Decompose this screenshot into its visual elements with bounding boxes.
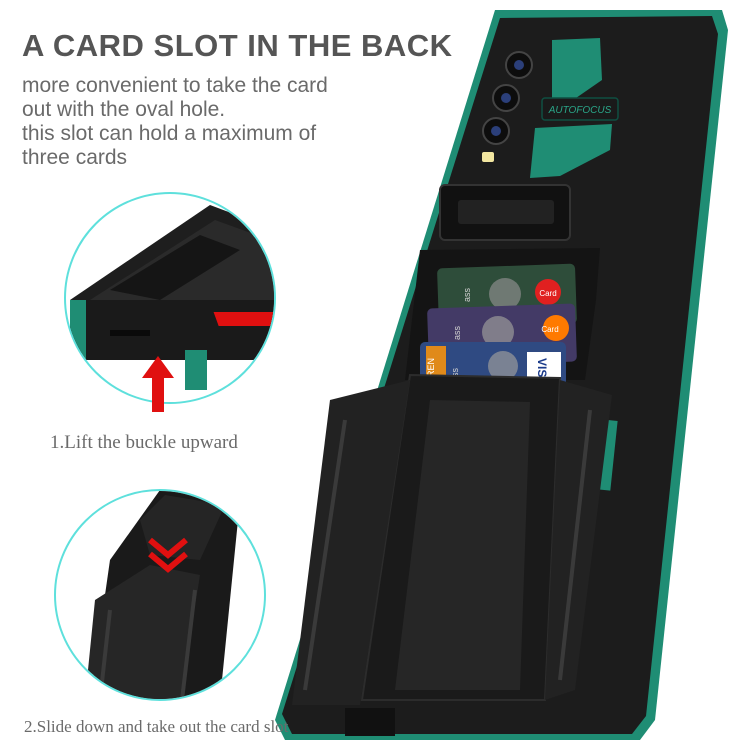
description-line: out with the oval hole. xyxy=(22,98,226,121)
svg-text:GREN: GREN xyxy=(426,358,436,384)
arrow-up-icon xyxy=(142,356,174,412)
svg-text:ass: ass xyxy=(462,287,472,302)
description-line: more convenient to take the card xyxy=(22,74,328,97)
description: more convenient to take the card out wit… xyxy=(22,74,402,170)
svg-text:ass: ass xyxy=(450,367,460,382)
svg-text:Card: Card xyxy=(539,289,556,298)
page-title: A CARD SLOT IN THE BACK xyxy=(22,28,453,63)
step-1-caption: 1.Lift the buckle upward xyxy=(50,432,238,453)
detail-circle-buckle xyxy=(64,192,276,412)
chevron-down-icon xyxy=(148,537,188,573)
svg-text:ass: ass xyxy=(452,325,462,340)
buckle-highlight xyxy=(213,312,274,326)
detail-circle-slide xyxy=(54,489,266,701)
autofocus-label: AUTOFOCUS xyxy=(548,105,612,116)
description-line: three cards xyxy=(22,146,128,169)
card-stack: ass Card ass Card GREN ass VISA xyxy=(420,263,577,394)
camera-lens-icon xyxy=(482,51,533,162)
description-line: this slot can hold a maximum of xyxy=(22,122,317,145)
phone-case: AUTOFOCUS ass Card ass Card xyxy=(275,10,728,740)
svg-text:Card: Card xyxy=(541,325,558,334)
step-2-caption: 2.Slide down and take out the card slot xyxy=(24,717,289,736)
autofocus-plate xyxy=(541,97,619,121)
